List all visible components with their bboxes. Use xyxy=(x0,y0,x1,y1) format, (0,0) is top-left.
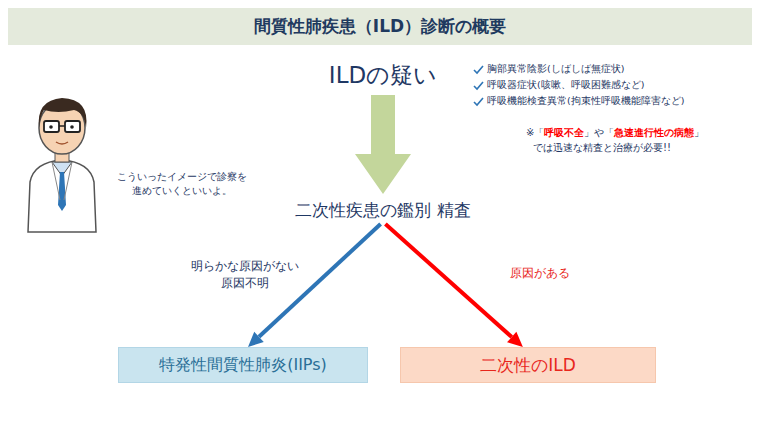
note-emphasis: 呼吸不全 xyxy=(544,127,584,138)
title-text: 間質性肺疾患（ILD）診断の概要 xyxy=(8,8,752,45)
check-item: 呼吸機能検査異常(拘束性呼吸機能障害など) xyxy=(487,95,684,108)
arrow-head xyxy=(248,332,264,347)
note-emphasis: 急速進行性の病態 xyxy=(614,127,694,138)
check-mark xyxy=(474,98,483,105)
node-text: 二次性疾患の鑑別 精査 xyxy=(295,199,470,222)
note-text: 」や「 xyxy=(584,127,614,138)
check-mark xyxy=(474,66,483,73)
note-text: では迅速な精査と治療が必要!! xyxy=(533,142,671,153)
note-line: では迅速な精査と治療が必要!! xyxy=(533,141,671,155)
edge-label: 明らかな原因がない 原因不明 xyxy=(186,258,304,292)
check-item: 胸部異常陰影(しばしば無症状) xyxy=(487,63,624,76)
speech-text: こういったイメージで診察を 進めていくといいよ。 xyxy=(112,170,252,198)
flow-arrow xyxy=(259,224,381,337)
note-text: ※「 xyxy=(526,127,544,138)
title-band: 間質性肺疾患（ILD）診断の概要 xyxy=(8,8,752,45)
check-mark xyxy=(474,82,483,89)
node-text: 二次性のILD xyxy=(480,354,576,377)
result-box: 特発性間質性肺炎(IIPs) xyxy=(118,347,368,383)
note-line: ※「呼吸不全」や「急速進行性の病態」 xyxy=(526,126,704,140)
process-text-node: 二次性疾患の鑑別 精査 xyxy=(263,196,503,224)
flow-arrow xyxy=(385,224,511,337)
arrow-head xyxy=(507,332,523,347)
check-item: 呼吸器症状(咳嗽、呼吸困難感など) xyxy=(487,79,644,92)
node-text: 特発性間質性肺炎(IIPs) xyxy=(159,355,327,376)
edge-label: 原因がある xyxy=(505,265,575,282)
node-text: ILDの疑い xyxy=(329,60,437,91)
block-arrow xyxy=(355,95,411,194)
note-text: 」 xyxy=(694,127,704,138)
result-box: 二次性のILD xyxy=(400,347,656,383)
doctor-illustration xyxy=(28,98,96,232)
start-text-node: ILDの疑い xyxy=(303,57,463,93)
